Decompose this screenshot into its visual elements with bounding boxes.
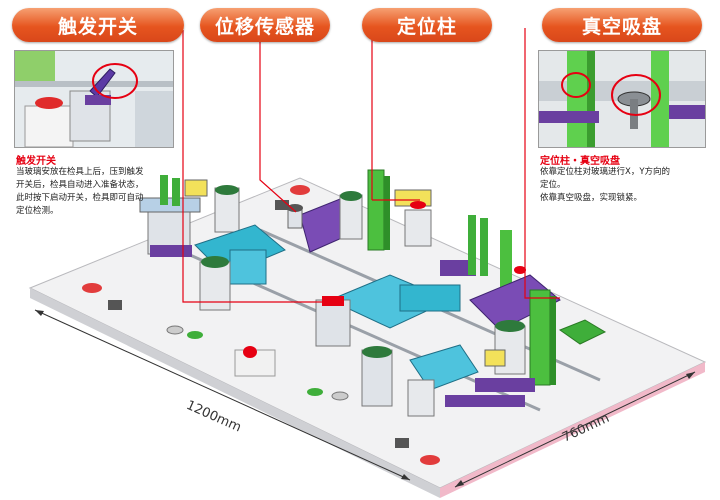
label-locating-pin: 定位柱 xyxy=(362,8,492,42)
left-caption-line: 此时按下启动开关，检具即可自动 xyxy=(16,193,144,203)
base-plate-side-edge xyxy=(440,362,705,498)
left-caption-line: 定位检测。 xyxy=(16,206,59,216)
locating-pin xyxy=(367,169,385,251)
vacuum-cup-closeup xyxy=(538,50,706,148)
callout-line-trigger xyxy=(182,30,330,303)
trigger-switch-closeup xyxy=(14,50,174,148)
locating-pin-right xyxy=(529,289,551,386)
length-dimension-line xyxy=(34,309,411,481)
right-caption-title: 定位柱・真空吸盘 xyxy=(540,156,620,167)
left-caption-line: 当玻璃安放在检具上后，压到触发 xyxy=(16,167,144,177)
left-caption-title: 触发开关 xyxy=(16,156,56,167)
right-caption-line: 依靠真空吸盘，实现锁紧。 xyxy=(540,193,643,203)
right-caption-line: 依靠定位柱对玻璃进行X，Y方向的 xyxy=(540,167,671,177)
label-displacement-sensor: 位移传感器 xyxy=(200,8,330,42)
callout-line-vacuum xyxy=(524,28,560,299)
left-caption-body: 当玻璃安放在检具上后，压到触发 开关后，检具自动进入准备状态， 此时按下启动开关… xyxy=(16,166,191,218)
green-pad xyxy=(558,319,607,345)
width-dimension-line xyxy=(454,371,696,488)
left-caption-line: 开关后，检具自动进入准备状态， xyxy=(16,180,144,190)
right-caption-line: 定位。 xyxy=(540,180,566,190)
purple-block-right xyxy=(469,274,561,331)
label-vacuum-cup: 真空吸盘 xyxy=(542,8,702,42)
callout-line-sensor xyxy=(259,40,297,213)
right-caption-body: 依靠定位柱对玻璃进行X，Y方向的 定位。 依靠真空吸盘，实现锁紧。 xyxy=(540,166,710,205)
base-plate-front-edge xyxy=(30,288,440,498)
label-trigger-switch: 触发开关 xyxy=(12,8,184,42)
